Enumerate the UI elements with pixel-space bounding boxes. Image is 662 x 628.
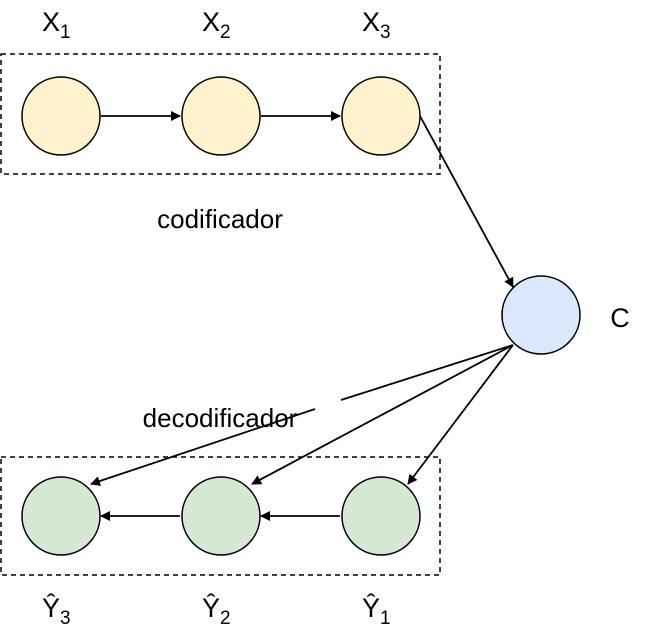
arrow-c-y1 [407,344,514,485]
arrow-x3-c [419,115,514,288]
label-y2: Ŷ2 [202,592,231,628]
encoder-node-x3 [341,76,421,156]
encoder-node-x1 [21,76,101,156]
label-x2: X2 [202,7,231,43]
label-y3: Ŷ3 [42,592,71,628]
label-x1: X1 [42,7,71,43]
label-y2-base: Ŷ [202,592,220,623]
label-y1-base: Ŷ [362,592,380,623]
decoder-node-y3 [21,476,101,556]
label-y3-sub: 3 [60,608,71,628]
decoder-box [0,456,441,576]
decoder-node-y1 [341,476,421,556]
label-x2-sub: 2 [220,22,231,43]
label-x1-sub: 1 [60,22,71,43]
arrow-c-y3-lower [90,408,316,486]
context-node [501,275,581,355]
encoder-node-x2 [181,76,261,156]
label-y1: Ŷ1 [362,592,391,628]
label-y1-sub: 1 [380,608,391,628]
label-y2-sub: 2 [220,608,231,628]
label-x3-base: X [362,7,380,37]
label-x3-sub: 3 [380,22,391,43]
label-x2-base: X [202,7,220,37]
encoder-box [0,53,441,175]
label-x3: X3 [362,7,391,43]
decoder-node-y2 [181,476,261,556]
arrow-c-y2 [251,344,514,485]
arrow-c-y3 [340,344,514,401]
decoder-label: decodificador [143,403,298,433]
label-x1-base: X [42,7,60,37]
label-y3-base: Ŷ [42,592,60,623]
encoder-label: codificador [157,204,283,234]
context-label: C [610,303,630,333]
